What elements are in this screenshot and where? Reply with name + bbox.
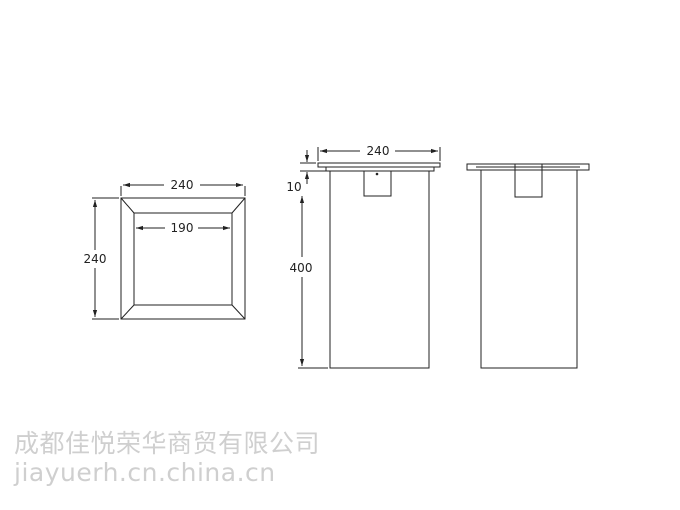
frame-corner-line (231, 197, 246, 214)
side-body (480, 169, 578, 369)
dim-top-width: 240 (171, 178, 194, 192)
front-view: 240 10 400 (286, 144, 441, 369)
watermark-site: jiayuerh.cn.china.cn (14, 458, 276, 487)
dim-top-height: 240 (84, 252, 107, 266)
handle-dot (375, 172, 379, 176)
dim-front-height: 400 (290, 261, 313, 275)
frame-corner-line (231, 304, 246, 320)
frame-inner (133, 212, 233, 306)
side-handle (514, 163, 543, 198)
watermark-company: 成都佳悦荣华商贸有限公司 (14, 429, 321, 458)
front-handle (363, 170, 392, 197)
top-view: 240 240 190 (84, 178, 246, 320)
dim-front-width: 240 (367, 144, 390, 158)
frame-corner-line (120, 197, 135, 214)
front-body (329, 170, 430, 369)
dim-inner-width: 190 (171, 221, 194, 235)
frame-outer (120, 197, 246, 320)
side-view (466, 163, 590, 369)
frame-corner-line (120, 304, 135, 320)
front-lip (325, 166, 435, 172)
dim-flange: 10 (286, 180, 301, 194)
front-flange (317, 162, 441, 168)
